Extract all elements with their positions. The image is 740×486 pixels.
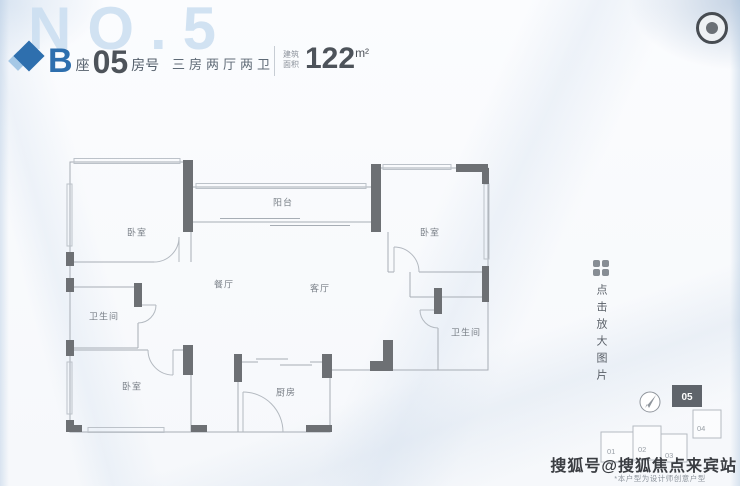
floorplan-drawing xyxy=(66,158,490,433)
room-label-bedroom-tl: 卧室 xyxy=(126,227,148,238)
site-badge-icon xyxy=(696,12,728,44)
area-unit: m² xyxy=(355,46,370,60)
zoom-image-control[interactable]: 点击放大图片 xyxy=(588,260,614,391)
unit-suffix: 房号 xyxy=(131,57,160,73)
sohu-watermark: 搜狐号@搜狐焦点来宾站 xyxy=(550,458,737,475)
room-label-living: 客厅 xyxy=(309,283,331,294)
keyplan-unit-02 xyxy=(632,425,662,461)
layout-description: 三房两厅两卫 xyxy=(172,57,275,72)
room-label-bedroom-bl: 卧室 xyxy=(121,381,143,392)
keyplan-unit-05-label: 05 xyxy=(681,392,693,403)
zoom-control-label: 点击放大图片 xyxy=(595,284,607,386)
area-label: 建筑面积 xyxy=(283,50,299,69)
designer-note: *本户型为设计师创意户型 xyxy=(614,474,706,483)
unit-number: 05 xyxy=(92,44,129,80)
keyplan-unit-04 xyxy=(692,409,722,439)
compass-icon xyxy=(639,391,661,413)
room-label-bath-left: 卫生间 xyxy=(88,311,120,322)
no5-watermark: NO.5 xyxy=(28,0,233,62)
room-label-dining: 餐厅 xyxy=(213,279,235,290)
interior-walls xyxy=(70,218,488,432)
keyplan-label-03: 03 xyxy=(665,451,673,460)
zoom-grid-icon xyxy=(593,260,609,276)
room-label-bedroom-tr: 卧室 xyxy=(419,227,441,238)
floorplan[interactable]: 阳台 卧室 卧室 餐厅 客厅 卫生间 卫生间 卧室 厨房 xyxy=(58,142,498,442)
keyplan-label-01: 01 xyxy=(607,447,615,456)
keyplan-label-04: 04 xyxy=(697,424,705,433)
window-lines xyxy=(66,158,490,433)
structural-walls xyxy=(66,160,489,432)
room-label-kitchen: 厨房 xyxy=(275,387,297,398)
keyplan-unit-01 xyxy=(600,431,634,463)
room-label-balcony: 阳台 xyxy=(272,197,294,208)
brand-diamond-logo xyxy=(8,40,46,76)
room-label-bath-right: 卫生间 xyxy=(450,327,482,338)
building-letter: B xyxy=(48,42,73,80)
keyplan-unit-05-highlighted xyxy=(672,385,702,407)
keyplan-drawing: 05 01 02 03 04 xyxy=(600,385,722,463)
building-suffix: 座 xyxy=(75,57,90,73)
header-divider xyxy=(274,46,275,76)
area-block: 建筑面积 122 m² xyxy=(283,44,369,74)
building-keyplan: 05 01 02 03 04 xyxy=(585,378,740,474)
keyplan-label-02: 02 xyxy=(638,445,646,454)
area-value: 122 xyxy=(305,42,356,75)
keyplan-unit-03 xyxy=(660,433,688,463)
door-arcs xyxy=(137,236,439,433)
unit-title: B 座 05 房号 xyxy=(48,40,162,78)
